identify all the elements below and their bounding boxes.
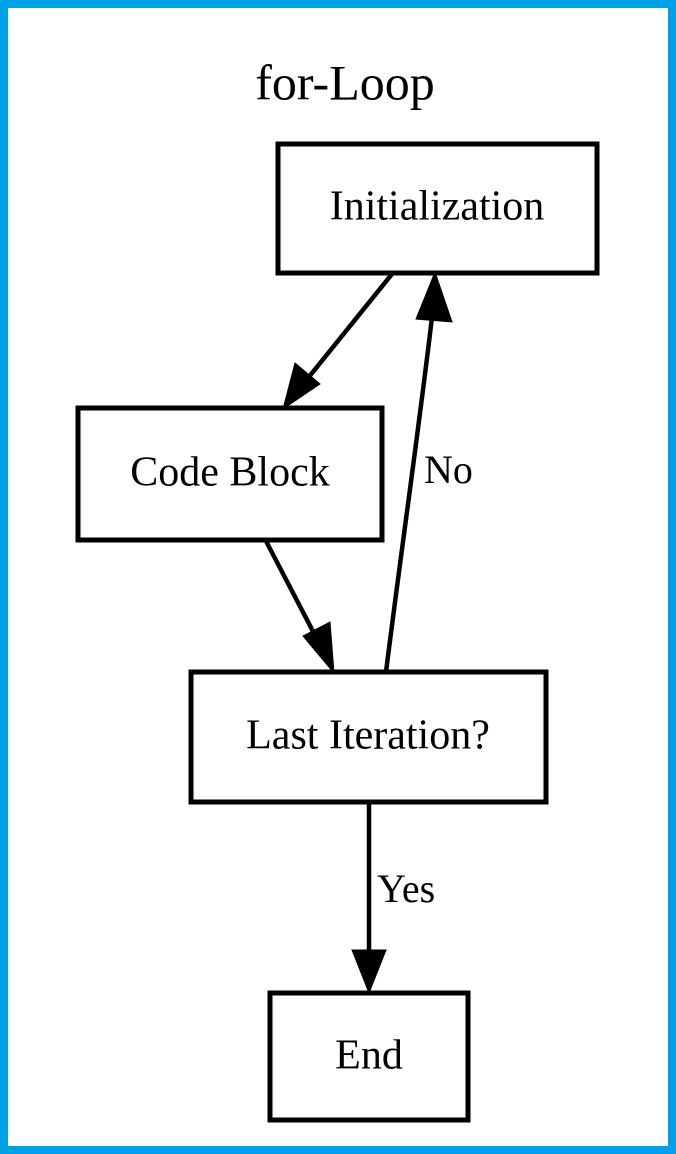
- node-code-block[interactable]: Code Block: [75, 405, 385, 543]
- node-code-block-label: Code Block: [130, 450, 329, 496]
- edge-init-to-code-arrowhead: [282, 362, 321, 411]
- node-end-label: End: [335, 1033, 403, 1079]
- edge-init-to-code-line: [298, 272, 394, 390]
- edge-last-to-init-arrowhead: [415, 270, 453, 323]
- node-code-block-box[interactable]: [75, 405, 385, 543]
- node-initialization[interactable]: Initialization: [275, 141, 600, 276]
- edge-label-no: No: [424, 447, 473, 492]
- node-end-box[interactable]: [267, 990, 471, 1123]
- edge-code-to-last-line: [264, 539, 320, 643]
- edge-last-to-init: No: [383, 270, 473, 673]
- edge-last-to-end-arrowhead: [351, 949, 387, 995]
- edge-last-to-end: Yes: [351, 803, 435, 995]
- node-last-iteration-box[interactable]: [188, 669, 549, 805]
- node-initialization-box[interactable]: [275, 141, 600, 276]
- node-end[interactable]: End: [267, 990, 471, 1123]
- node-last-iteration-label: Last Iteration?: [246, 713, 490, 759]
- node-initialization-label: Initialization: [330, 184, 545, 230]
- edge-label-yes: Yes: [377, 866, 435, 911]
- edge-last-to-init-line: [383, 316, 435, 673]
- edge-code-to-last: [264, 539, 335, 675]
- edge-init-to-code: [282, 272, 394, 411]
- edge-code-to-last-arrowhead: [302, 621, 335, 675]
- page-title: for-Loop: [255, 54, 435, 110]
- node-last-iteration[interactable]: Last Iteration?: [188, 669, 549, 805]
